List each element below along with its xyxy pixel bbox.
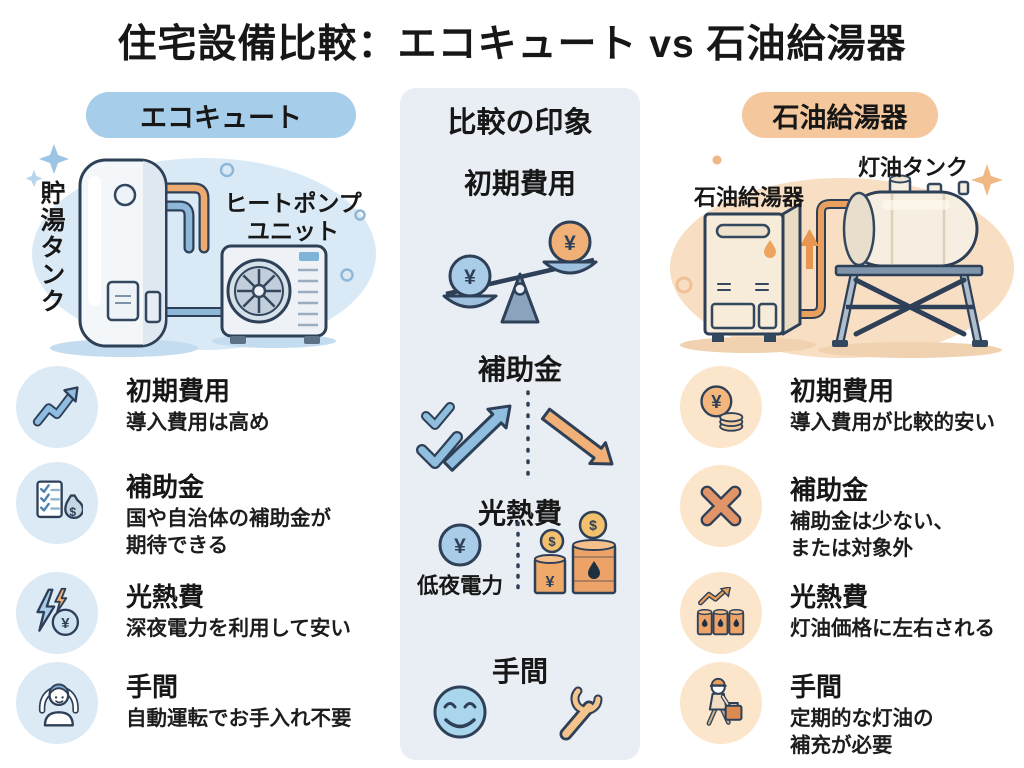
- yen-symbol: ¥: [454, 535, 466, 558]
- dollar-symbol: $: [589, 517, 597, 533]
- eco-item-effort: 手間 自動運転でお手入れ不要: [16, 662, 352, 744]
- dollar-symbol: $: [69, 505, 76, 519]
- ecocute-header-label: エコキュート: [140, 102, 302, 133]
- center-section-title-initial-cost: 初期費用: [463, 168, 576, 199]
- ecocute-illustration: 貯湯タンク ヒートポンプ ユニット: [22, 140, 384, 368]
- night-power-label: 低夜電力: [416, 574, 503, 598]
- checklist-moneybag-icon: $: [16, 462, 98, 544]
- ecocute-header-pill: エコキュート: [86, 92, 356, 138]
- oil-boiler-label: 石油給湯器: [694, 185, 805, 210]
- oil-heater-header-label: 石油給湯器: [772, 102, 908, 133]
- utility-cost-compare-icon: ¥ $ ¥ $: [405, 505, 635, 610]
- subsidy-arrows-icon: [408, 386, 632, 487]
- item-title: 補助金: [126, 472, 205, 502]
- oil-item-initial-cost: ¥ 初期費用 導入費用が比較的安い: [680, 366, 995, 448]
- oil-heater-illustration-art: [670, 155, 1014, 358]
- oil-heater-header-pill: 石油給湯器: [742, 92, 938, 138]
- center-section-title-utility-cost: 光熱費: [477, 498, 562, 529]
- relaxed-person-icon: [16, 662, 98, 744]
- storage-tank-label: 貯湯タンク: [37, 180, 65, 315]
- smiley-wrench-icon: [408, 676, 632, 755]
- item-title: 初期費用: [126, 376, 231, 406]
- oil-item-subsidy: 補助金 補助金は少ない、 または対象外: [680, 465, 954, 562]
- center-section-title-effort: 手間: [491, 656, 548, 687]
- item-desc: 期待できる: [126, 533, 229, 557]
- item-desc: 深夜電力を利用して安い: [126, 616, 351, 640]
- item-title: 手間: [126, 672, 179, 702]
- yen-symbol: ¥: [546, 574, 555, 591]
- cross-icon: [680, 465, 762, 547]
- item-desc: 自動運転でお手入れ不要: [126, 706, 352, 730]
- dollar-symbol: $: [548, 534, 556, 549]
- oil-heater-illustration: 石油給湯器 灯油タンク: [660, 138, 1024, 368]
- page-title: 住宅設備比較：エコキュート vs 石油給湯器: [117, 23, 907, 66]
- heat-pump-unit-label: ヒートポンプ ユニット: [218, 190, 368, 245]
- heat-pump-unit-label-line2: ユニット: [247, 217, 339, 244]
- item-title: 光熱費: [790, 582, 869, 612]
- item-desc: または対象外: [790, 536, 913, 560]
- yen-symbol: ¥: [464, 266, 476, 289]
- eco-item-initial-cost: 初期費用 導入費用は高め: [16, 366, 270, 448]
- item-desc: 国や自治体の補助金が: [126, 506, 331, 530]
- comparison-header: 比較の印象: [447, 107, 593, 139]
- center-section-title-subsidy: 補助金: [477, 354, 562, 385]
- item-title: 光熱費: [126, 582, 205, 612]
- item-desc: 定期的な灯油の: [790, 706, 934, 730]
- item-desc: 導入費用が比較的安い: [790, 410, 995, 434]
- ecocute-illustration-art: [25, 144, 376, 357]
- oil-item-effort: 手間 定期的な灯油の 補充が必要: [680, 662, 934, 759]
- item-desc: 補充が必要: [790, 733, 893, 757]
- item-desc: 灯油価格に左右される: [790, 616, 995, 640]
- kerosene-tank-label: 灯油タンク: [858, 155, 969, 180]
- yen-coin-stack-icon: ¥: [680, 366, 762, 448]
- balance-scale-icon: ¥ ¥: [420, 196, 620, 333]
- yen-symbol: ¥: [711, 391, 722, 412]
- item-desc: 補助金は少ない、: [790, 509, 954, 533]
- item-desc: 導入費用は高め: [126, 410, 270, 434]
- heat-pump-unit-label-line1: ヒートポンプ: [224, 190, 362, 216]
- item-title: 手間: [790, 672, 843, 702]
- yen-symbol: ¥: [61, 616, 70, 632]
- yen-symbol: ¥: [564, 232, 576, 255]
- oil-item-utility-cost: 光熱費 灯油価格に左右される: [680, 572, 995, 654]
- worker-with-fuel-can-icon: [680, 662, 762, 744]
- item-title: 初期費用: [790, 376, 895, 406]
- lightning-yen-icon: ¥: [16, 572, 98, 654]
- trend-up-icon: [16, 366, 98, 448]
- eco-item-subsidy: $ 補助金 国や自治体の補助金が 期待できる: [16, 462, 331, 559]
- item-title: 補助金: [790, 475, 869, 505]
- eco-item-utility-cost: ¥ 光熱費 深夜電力を利用して安い: [16, 572, 351, 654]
- oil-barrels-trend-icon: [680, 572, 762, 654]
